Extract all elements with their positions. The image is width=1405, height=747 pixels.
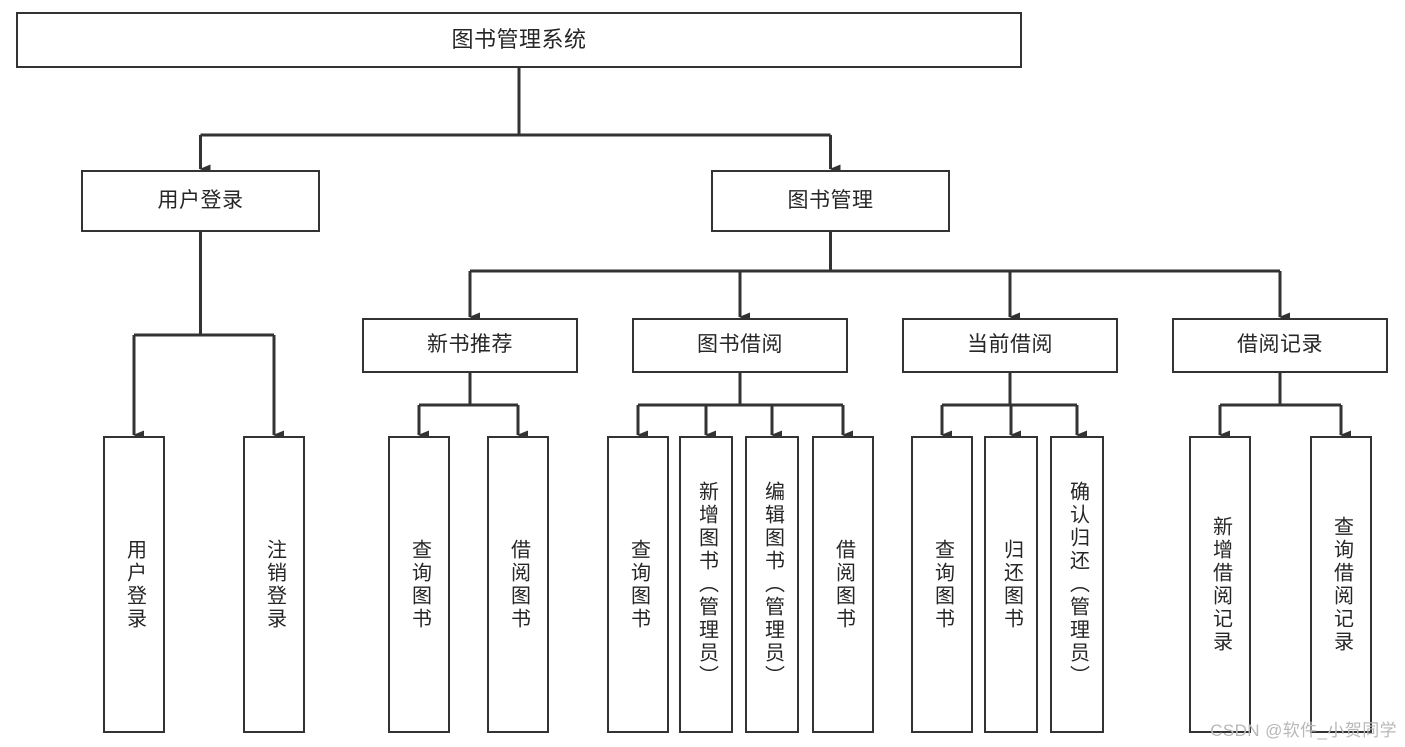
connector-lines: [132, 68, 1351, 440]
node-leaf_10[interactable]: 归还图书: [984, 436, 1038, 733]
node-leaf_8[interactable]: 借阅图书: [812, 436, 874, 733]
node-label: 借阅图书: [832, 538, 855, 631]
node-label: 图书管理系统: [451, 27, 587, 53]
node-label: 借阅记录: [1237, 333, 1323, 357]
node-label: 新增图书（管理员）: [695, 481, 718, 688]
node-label: 编辑图书（管理员）: [761, 481, 784, 688]
node-root[interactable]: 图书管理系统: [16, 12, 1022, 68]
node-l2_d[interactable]: 借阅记录: [1172, 318, 1388, 373]
node-leaf_7[interactable]: 编辑图书（管理员）: [745, 436, 799, 733]
node-leaf_3[interactable]: 查询图书: [388, 436, 450, 733]
node-label: 用户登录: [157, 188, 244, 212]
node-label: 新增借阅记录: [1209, 515, 1232, 654]
node-leaf_5[interactable]: 查询图书: [607, 436, 669, 733]
node-l2_b[interactable]: 图书借阅: [632, 318, 848, 373]
node-label: 查询图书: [408, 538, 431, 631]
node-l2_c[interactable]: 当前借阅: [902, 318, 1118, 373]
node-leaf_12[interactable]: 新增借阅记录: [1189, 436, 1251, 733]
node-label: 查询图书: [931, 538, 954, 631]
node-leaf_1[interactable]: 用户登录: [103, 436, 165, 733]
node-l1_b[interactable]: 图书管理: [711, 170, 950, 232]
node-label: 归还图书: [1000, 538, 1023, 631]
node-label: 用户登录: [123, 538, 146, 631]
node-leaf_4[interactable]: 借阅图书: [487, 436, 549, 733]
node-leaf_2[interactable]: 注销登录: [243, 436, 305, 733]
node-leaf_11[interactable]: 确认归还（管理员）: [1050, 436, 1104, 733]
node-label: 新书推荐: [427, 333, 513, 357]
node-label: 图书借阅: [697, 333, 783, 357]
node-l1_a[interactable]: 用户登录: [81, 170, 320, 232]
node-label: 查询图书: [627, 538, 650, 631]
node-leaf_9[interactable]: 查询图书: [911, 436, 973, 733]
node-leaf_6[interactable]: 新增图书（管理员）: [679, 436, 733, 733]
node-label: 借阅图书: [507, 538, 530, 631]
node-label: 图书管理: [787, 188, 874, 212]
watermark: CSDN @软件_小贺同学: [1210, 721, 1397, 740]
node-label: 确认归还（管理员）: [1066, 481, 1089, 688]
node-l2_a[interactable]: 新书推荐: [362, 318, 578, 373]
node-label: 注销登录: [263, 538, 286, 631]
node-label: 查询借阅记录: [1330, 515, 1353, 654]
node-leaf_13[interactable]: 查询借阅记录: [1310, 436, 1372, 733]
node-label: 当前借阅: [967, 333, 1053, 357]
